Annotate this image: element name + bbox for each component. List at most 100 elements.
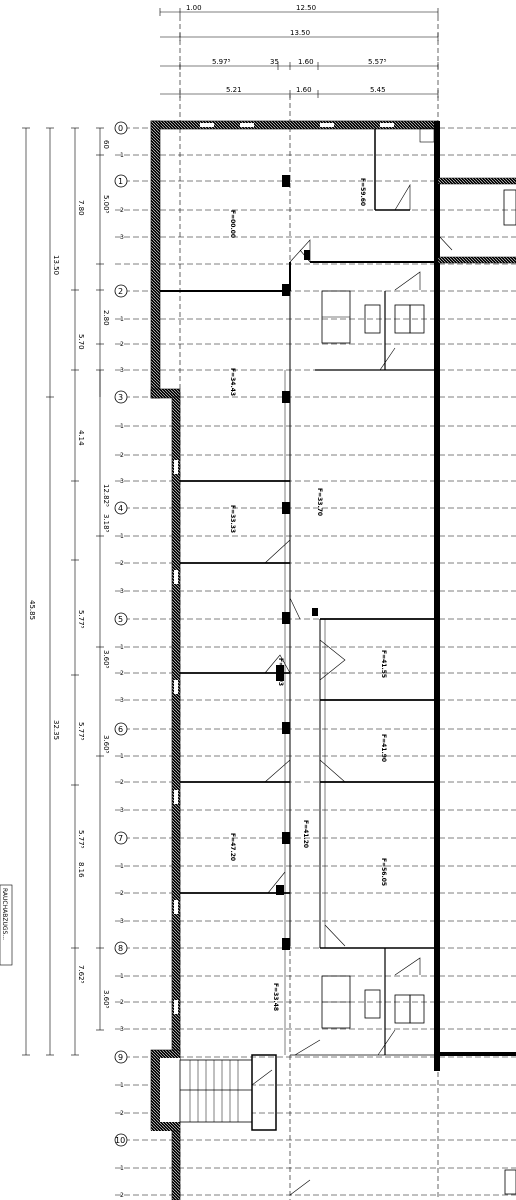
sub-grid-labels: 1 2 3 1 2 3 1 2 3 1 2 3 1 2 3 1 2 3 1 2 … (120, 152, 124, 1199)
dim-top-3-2: 1.60 (298, 58, 314, 66)
dim-top-3-0: 5.97⁵ (212, 58, 231, 66)
dim-left-3-0: 7.80 (77, 200, 85, 216)
svg-text:2: 2 (120, 560, 124, 567)
svg-text:1: 1 (120, 533, 124, 540)
dim-left-2-1: 32.35 (52, 720, 60, 740)
columns (276, 175, 318, 950)
svg-text:9: 9 (118, 1053, 123, 1062)
interior-walls (160, 127, 438, 1056)
dim-left-3-2: 4.14 (77, 430, 85, 446)
axis-circle-6: 6 (114, 722, 128, 736)
room-label-4: F=33.70 (316, 488, 323, 516)
dim-top-1-0: 1.00 (186, 4, 202, 12)
neighbour-building-edge (437, 189, 516, 251)
svg-text:2: 2 (120, 1110, 124, 1117)
dim-left-3-3: 12.82⁵ (102, 484, 110, 507)
dim-left-4-2: 2.80 (102, 310, 110, 326)
svg-text:3: 3 (120, 367, 124, 374)
svg-text:1: 1 (120, 644, 124, 651)
svg-text:2: 2 (120, 890, 124, 897)
room-label-3: F=34.43 (229, 368, 236, 396)
side-note-text: RAUCHABZUGS... (1, 888, 8, 940)
svg-text:4: 4 (118, 504, 123, 513)
room-label-10: F=41.20 (302, 820, 309, 848)
axis-circle-4: 4 (114, 501, 128, 515)
svg-text:1: 1 (120, 423, 124, 430)
axis-circle-3: 3 (114, 390, 128, 404)
axis-markers: 0 1 2 3 4 5 6 7 8 9 10 (114, 121, 128, 1147)
svg-text:6: 6 (118, 725, 123, 734)
room-label-6: F=28.93 (277, 658, 284, 686)
svg-text:7: 7 (118, 834, 123, 843)
room-label-8: F=41.90 (380, 734, 387, 762)
dim-top-4-2: 5.45 (370, 86, 386, 94)
axis-circle-0: 0 (114, 121, 128, 135)
left-dimension-chains (22, 127, 104, 1056)
svg-text:3: 3 (120, 234, 124, 241)
svg-text:2: 2 (120, 207, 124, 214)
svg-text:0: 0 (118, 124, 123, 133)
svg-text:8: 8 (118, 944, 123, 953)
svg-text:3: 3 (118, 393, 123, 402)
dim-left-3-8: 7.62⁵ (77, 965, 85, 984)
svg-text:3: 3 (120, 807, 124, 814)
dim-left-4-5: 3.60⁵ (102, 735, 110, 754)
svg-text:1: 1 (120, 1165, 124, 1172)
room-label-2: F=00.00 (229, 210, 236, 238)
svg-text:2: 2 (118, 287, 123, 296)
svg-text:5: 5 (118, 615, 123, 624)
room-label-7: F=41.55 (380, 650, 387, 678)
dim-left-4-0: 60 (102, 140, 110, 149)
svg-text:1: 1 (120, 1082, 124, 1089)
dim-left-3-5: 5.77⁵ (77, 722, 85, 741)
svg-text:3: 3 (120, 478, 124, 485)
room-label-12: F=33.48 (272, 983, 279, 1011)
horizontal-grid-lines (115, 127, 516, 1196)
svg-text:3: 3 (120, 588, 124, 595)
axis-circle-5: 5 (114, 612, 128, 626)
dim-left-4-6: 3.60⁵ (102, 990, 110, 1009)
staircase (150, 1049, 516, 1200)
axis-circle-7: 7 (114, 831, 128, 845)
dim-left-3-1: 5.70 (77, 334, 85, 350)
room-label-1: F=59.60 (359, 178, 366, 206)
room-label-5: F=33.33 (229, 505, 236, 533)
svg-text:3: 3 (120, 697, 124, 704)
dim-left-3-7: 8.16 (77, 862, 85, 878)
svg-text:1: 1 (120, 152, 124, 159)
axis-circle-1: 1 (114, 174, 128, 188)
dim-top-3-3: 5.57⁵ (368, 58, 387, 66)
svg-text:3: 3 (120, 1026, 124, 1033)
axis-circle-10: 10 (114, 1133, 128, 1147)
vertical-grid-lines (179, 16, 439, 1200)
top-dimension-chains (159, 8, 439, 98)
dim-left-2-0: 13.50 (52, 255, 60, 275)
svg-text:2: 2 (120, 999, 124, 1006)
svg-text:1: 1 (120, 316, 124, 323)
svg-text:1: 1 (120, 973, 124, 980)
dim-left-outer: 45.85 (28, 600, 36, 620)
dim-left-4-1: 5.00⁵ (102, 195, 110, 214)
outer-walls (150, 120, 516, 1071)
room-label-11: F=56.05 (380, 858, 387, 886)
dim-top-2-0: 13.50 (290, 29, 310, 37)
axis-circle-2: 2 (114, 284, 128, 298)
svg-text:2: 2 (120, 670, 124, 677)
side-note-box: RAUCHABZUGS... (0, 884, 13, 966)
axis-circle-8: 8 (114, 941, 128, 955)
dim-left-4-3: 3.18⁵ (102, 514, 110, 533)
dim-left-3-4: 5.77⁵ (77, 610, 85, 629)
svg-text:10: 10 (115, 1136, 125, 1145)
dim-left-3-6: 5.77⁵ (77, 830, 85, 849)
dim-top-1-1: 12.50 (296, 4, 316, 12)
svg-text:1: 1 (118, 177, 123, 186)
svg-text:1: 1 (120, 863, 124, 870)
svg-text:2: 2 (120, 1192, 124, 1199)
room-label-9: F=47.20 (229, 833, 236, 861)
svg-text:2: 2 (120, 779, 124, 786)
svg-text:2: 2 (120, 341, 124, 348)
dim-top-4-1: 1.60 (296, 86, 312, 94)
dim-top-3-1: 35 (270, 58, 279, 66)
dim-left-4-4: 3.60⁵ (102, 650, 110, 669)
